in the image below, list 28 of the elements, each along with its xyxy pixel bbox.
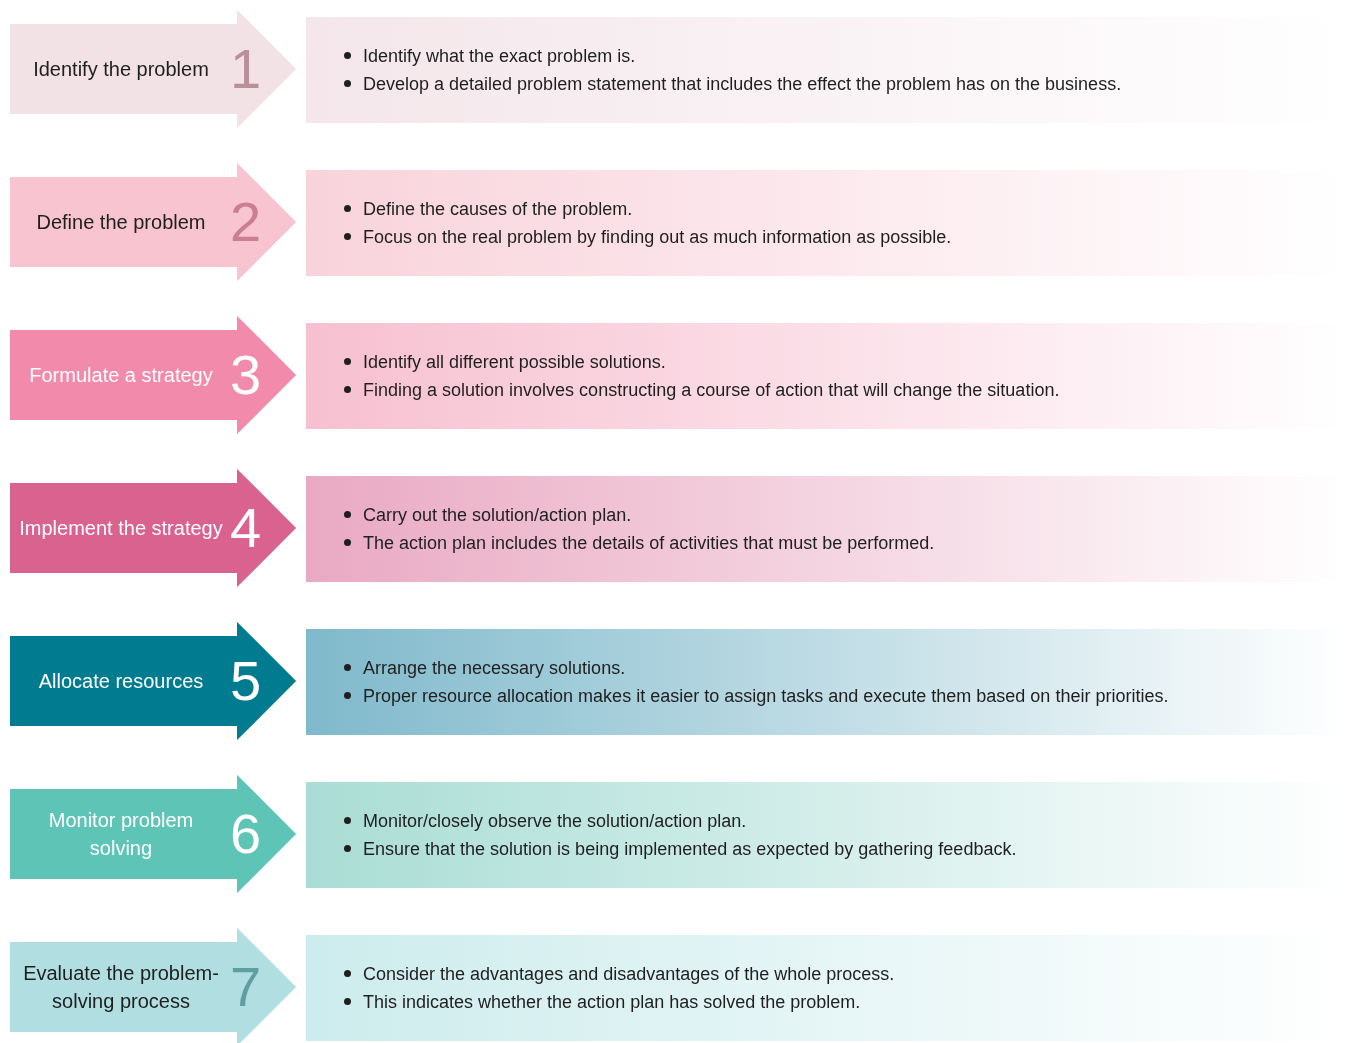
bullet-text: Consider the advantages and disadvantages of the whole process. [363, 963, 895, 986]
bullet-text: Ensure that the solution is being implemented as expected by gathering feedback. [363, 838, 1017, 861]
bullet-text: Monitor/closely observe the solution/action plan. [363, 810, 747, 833]
step-title: Evaluate the problem-solving process [22, 961, 220, 1014]
step-number: 3 [230, 345, 262, 405]
bullet-text: Define the causes of the problem. [363, 198, 633, 221]
step-title: Monitor problem solving [47, 808, 195, 861]
step-number: 5 [230, 651, 262, 711]
step-title: Identify the problem [33, 57, 209, 82]
bullet-text: Identify all different possible solutions. [363, 351, 666, 374]
bullet-text: Carry out the solution/action plan. [363, 504, 632, 527]
step-number: 1 [230, 39, 262, 99]
bullet-text: Proper resource allocation makes it easier to assign tasks and execute them based on their priorities. [363, 685, 1169, 708]
step-number: 7 [230, 957, 262, 1017]
bullet-text: Arrange the necessary solutions. [363, 657, 626, 680]
step-number: 6 [230, 804, 262, 864]
bullet-text: This indicates whether the action plan has solved the problem. [363, 991, 861, 1014]
step-number: 4 [230, 498, 262, 558]
step-title: Define the problem [36, 210, 206, 235]
step-title: Formulate a strategy [29, 363, 213, 388]
step-title: Implement the strategy [19, 516, 223, 541]
bullet-text: Finding a solution involves constructing a course of action that will change the situation. [363, 379, 1060, 402]
step-number: 2 [230, 192, 262, 252]
step-title: Allocate resources [38, 669, 204, 694]
bullet-text: Focus on the real problem by finding out as much information as possible. [363, 226, 952, 249]
bullet-text: Develop a detailed problem statement that includes the effect the problem has on the business. [363, 73, 1122, 96]
bullet-text: Identify what the exact problem is. [363, 45, 636, 68]
bullet-text: The action plan includes the details of activities that must be performed. [363, 532, 935, 555]
